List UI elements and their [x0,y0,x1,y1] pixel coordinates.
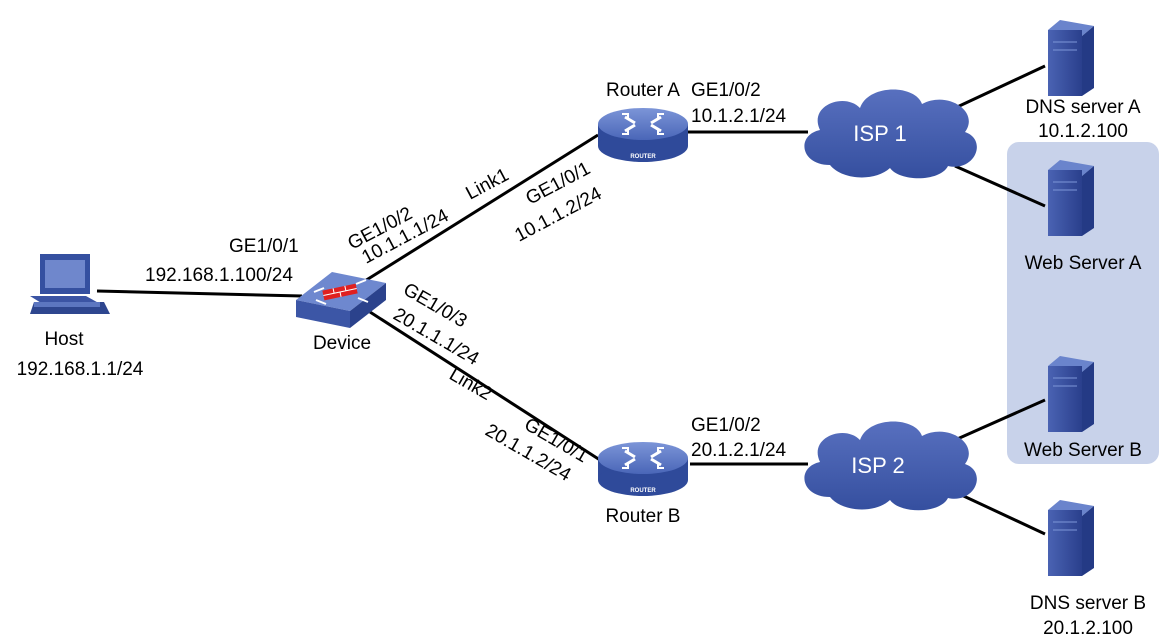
ra-ge102-port: GE1/0/2 [691,80,761,101]
router-b-icon: ROUTER [598,442,688,496]
router-a-icon: ROUTER [598,108,688,162]
router-a-badge: ROUTER [630,154,656,160]
link2-line [369,310,601,462]
router-b-label: Router B [606,506,681,527]
isp2-dns-b-link [954,490,1046,536]
firewall-icon [296,272,386,328]
web-server-b-label: Web Server B [1024,440,1142,461]
dns-server-a-label: DNS server A [1025,97,1140,118]
host-ip-label: 192.168.1.1/24 [17,359,144,380]
host-label: Host [44,329,84,350]
isp2-label: ISP 2 [851,453,904,478]
isp2-web-b-link [954,398,1046,442]
device-ge101-port: GE1/0/1 [229,236,299,257]
link1-line [359,133,599,286]
link1-label: Link1 [462,165,512,205]
dns-server-a-ip: 10.1.2.100 [1038,121,1128,142]
dns-server-b-ip: 20.1.2.100 [1043,618,1133,639]
router-a-label: Router A [606,80,680,101]
web-server-a-icon [1048,160,1094,236]
isp1-web-a-link [954,164,1046,208]
isp2-cloud-icon: ISP 2 [804,421,977,511]
link2-label: Link2 [446,364,496,405]
router-b-badge: ROUTER [630,488,656,494]
rb-ge102-ip: 20.1.2.1/24 [691,440,787,461]
host-computer-icon [30,254,110,314]
isp1-cloud-icon: ISP 1 [804,89,977,179]
device-ge101-ip: 192.168.1.100/24 [145,265,293,286]
isp1-dns-a-link [954,64,1046,110]
dns-server-a-icon [1048,20,1094,96]
server-group-background [1007,142,1159,464]
isp1-label: ISP 1 [853,121,906,146]
web-server-b-icon [1048,356,1094,432]
device-label: Device [313,333,371,354]
rb-ge102-port: GE1/0/2 [691,415,761,436]
dns-server-b-label: DNS server B [1030,593,1146,614]
links [96,64,1046,536]
dns-server-b-icon [1048,500,1094,576]
host-device-link [96,289,303,298]
ra-ge102-ip: 10.1.2.1/24 [691,106,787,127]
web-server-a-label: Web Server A [1025,253,1142,274]
